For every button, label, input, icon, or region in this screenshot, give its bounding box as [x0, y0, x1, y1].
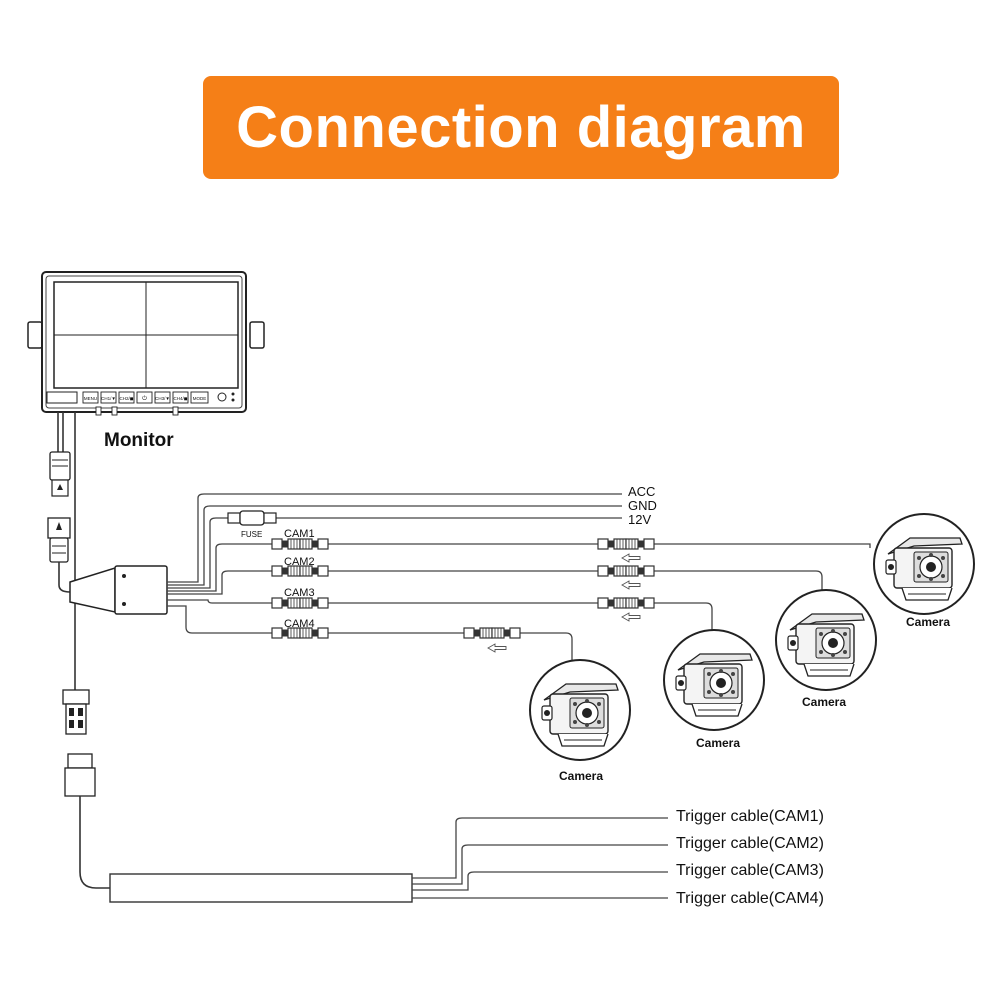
gnd-label: GND	[628, 498, 657, 513]
trigger-label-cam4: Trigger cable(CAM4)	[676, 890, 824, 907]
trigger-box	[109, 873, 413, 903]
camera-1	[873, 513, 975, 615]
monitor-button-label: CH4/◼	[174, 396, 188, 401]
trigger-label-cam3: Trigger cable(CAM3)	[676, 862, 824, 879]
monitor-buttons: MENU CH1/▼ CH2/◼ ⏻ CH3/▼ CH4/◼ MODE	[82, 391, 209, 404]
cam4-label: CAM4	[284, 618, 315, 630]
camera-label: Camera	[559, 769, 603, 783]
camera-2	[775, 589, 877, 691]
acc-label: ACC	[628, 484, 655, 499]
diagram-title: Connection diagram	[236, 95, 806, 160]
camera-label: Camera	[802, 695, 846, 709]
monitor-button-label: MODE	[193, 396, 207, 401]
junction-box	[69, 565, 168, 615]
12v-label: 12V	[628, 512, 651, 527]
monitor-label: Monitor	[104, 430, 174, 451]
title-banner: Connection diagram	[203, 76, 839, 179]
cam3-label: CAM3	[284, 587, 315, 599]
harness-socket	[47, 517, 71, 563]
monitor: MENU CH1/▼ CH2/◼ ⏻ CH3/▼ CH4/◼ MODE	[27, 271, 265, 416]
fuse	[227, 510, 277, 526]
trigger-label-cam1: Trigger cable(CAM1)	[676, 808, 824, 825]
monitor-plug	[49, 451, 71, 497]
camera-3	[663, 629, 765, 731]
camera-label: Camera	[696, 736, 740, 750]
monitor-button-label: CH1/▼	[101, 396, 116, 401]
cam1-label: CAM1	[284, 528, 315, 540]
camera-label: Camera	[906, 615, 950, 629]
monitor-button-label: CH2/◼	[120, 396, 134, 401]
monitor-button-label: ⏻	[142, 395, 147, 402]
monitor-button-label: MENU	[84, 396, 97, 401]
trigger-plug	[62, 689, 96, 797]
channel-connectors	[271, 538, 655, 639]
fuse-label: FUSE	[241, 530, 262, 539]
trigger-label-cam2: Trigger cable(CAM2)	[676, 835, 824, 852]
cam2-label: CAM2	[284, 556, 315, 568]
monitor-button-label: CH3/▼	[155, 396, 170, 401]
camera-4	[529, 659, 631, 761]
